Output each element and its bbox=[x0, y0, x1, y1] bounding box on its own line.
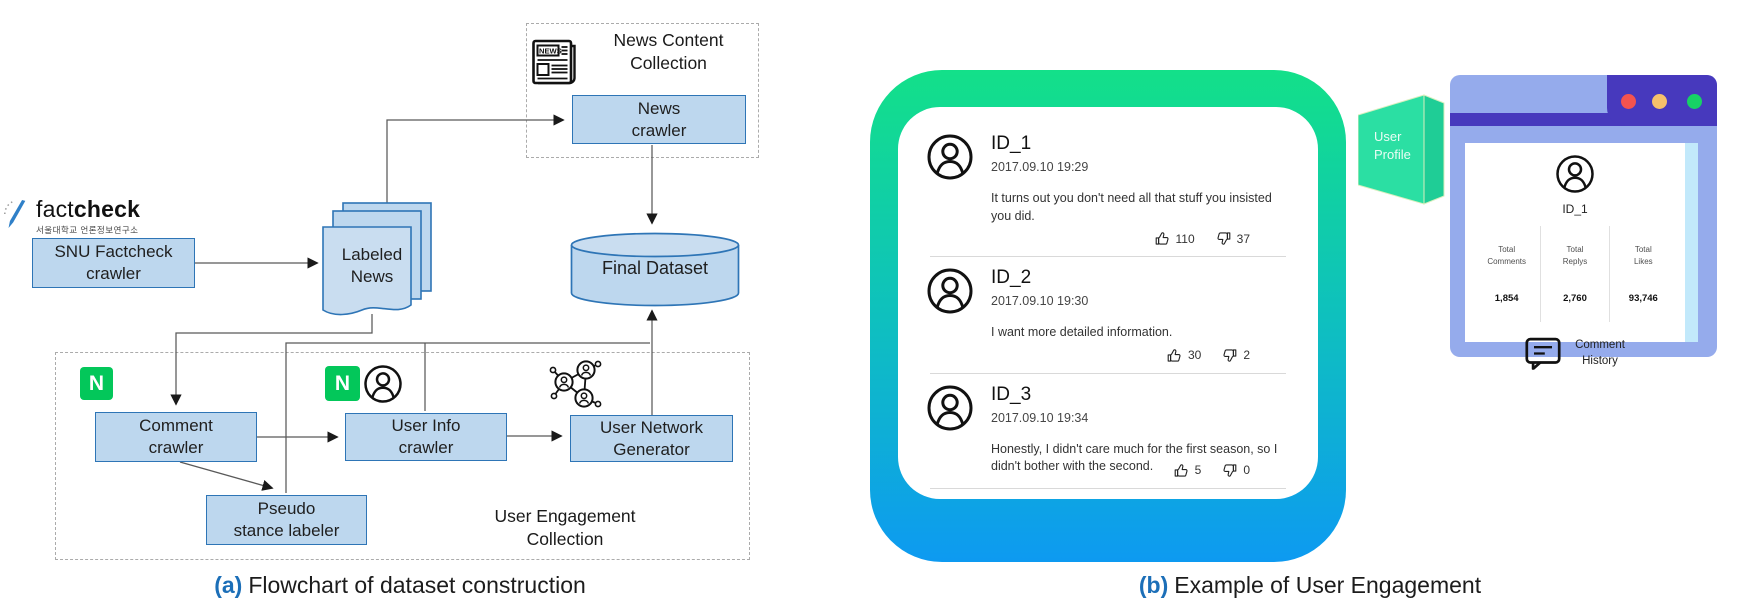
browser-dot-red-icon bbox=[1621, 94, 1636, 109]
thumb-down-icon bbox=[1221, 462, 1238, 479]
news-content-collection-group bbox=[526, 23, 759, 158]
factcheck-pen-icon bbox=[4, 200, 26, 228]
node-news-crawler: News crawler bbox=[572, 95, 746, 144]
comment-timestamp: 2017.09.10 19:34 bbox=[991, 410, 1089, 425]
dislike-count: 2 bbox=[1243, 348, 1250, 362]
comment-text: It turns out you don't need all that stu… bbox=[991, 191, 1272, 223]
user-profile-flag-label: User Profile bbox=[1374, 129, 1411, 163]
comment-item: ID_2 2017.09.10 19:30 I want more detail… bbox=[926, 267, 1290, 374]
node-final-dataset: Final Dataset bbox=[601, 258, 709, 278]
profile-user-id: ID_1 bbox=[1562, 202, 1588, 216]
dislike-count: 0 bbox=[1243, 463, 1250, 477]
comment-actions: 30 2 bbox=[991, 347, 1250, 364]
thumb-up-icon bbox=[1173, 462, 1190, 479]
caption-b-label: (b) bbox=[1138, 572, 1169, 598]
like-count: 110 bbox=[1175, 231, 1195, 246]
comment-item: ID_1 2017.09.10 19:29 It turns out you d… bbox=[926, 133, 1290, 257]
comment-timestamp: 2017.09.10 19:30 bbox=[991, 294, 1089, 308]
factcheck-brand-regular: fact bbox=[36, 196, 74, 222]
comments-card: ID_1 2017.09.10 19:29 It turns out you d… bbox=[898, 107, 1318, 499]
caption-a-label: (a) bbox=[214, 572, 243, 598]
stat-total-replys: Total Replys 2,760 bbox=[1540, 226, 1608, 322]
stat-value: 93,746 bbox=[1628, 293, 1658, 304]
comment-divider bbox=[930, 256, 1286, 257]
stat-total-comments: Total Comments 1,854 bbox=[1473, 226, 1540, 322]
comment-header: ID_3 2017.09.10 19:34 bbox=[991, 384, 1290, 432]
naver-letter: N bbox=[88, 371, 105, 395]
comment-history-icon bbox=[1525, 337, 1561, 370]
stat-value: 2,760 bbox=[1563, 293, 1587, 304]
comment-user-id: ID_3 bbox=[991, 383, 1032, 405]
like-count: 30 bbox=[1187, 348, 1202, 362]
browser-window: ID_1 Total Comments 1,854 Total Replys 2… bbox=[1450, 75, 1717, 357]
node-snu-factcheck-crawler: SNU Factcheck crawler bbox=[32, 238, 195, 288]
profile-card: ID_1 Total Comments 1,854 Total Replys 2… bbox=[1465, 143, 1685, 342]
final-dataset-cylinder bbox=[570, 232, 740, 307]
user-avatar-icon bbox=[926, 384, 974, 432]
user-avatar-icon bbox=[926, 133, 974, 181]
user-profile-flag bbox=[1358, 94, 1445, 205]
thumb-up-icon bbox=[1154, 230, 1171, 247]
factcheck-brand: factcheck bbox=[36, 196, 140, 223]
stat-value: 1,854 bbox=[1494, 293, 1519, 304]
node-user-info-crawler: User Info crawler bbox=[345, 413, 507, 461]
comment-header: ID_2 2017.09.10 19:30 bbox=[991, 267, 1290, 315]
comment-timestamp: 2017.09.10 19:29 bbox=[991, 160, 1089, 174]
comment-text: Honestly, I didn't care much for the fir… bbox=[991, 441, 1278, 474]
thumb-up-icon bbox=[1166, 347, 1183, 364]
node-labeled-news: Labeled News bbox=[341, 245, 403, 287]
dislike-count: 37 bbox=[1236, 231, 1250, 246]
stat-total-likes: Total Likes 93,746 bbox=[1608, 226, 1677, 322]
comment-user-id: ID_2 bbox=[991, 267, 1032, 288]
user-network-icon bbox=[548, 358, 604, 410]
node-pseudo-stance-labeler: Pseudo stance labeler bbox=[206, 495, 367, 545]
like-count: 5 bbox=[1194, 463, 1202, 477]
comment-actions: 5 0 bbox=[991, 462, 1250, 479]
caption-a: (a)Flowchart of dataset construction bbox=[120, 572, 680, 599]
browser-dot-yellow-icon bbox=[1652, 94, 1667, 109]
thumb-down-icon bbox=[1215, 230, 1232, 247]
comment-divider bbox=[930, 487, 1286, 489]
newspaper-icon: NEWS bbox=[532, 39, 576, 85]
factcheck-subtitle: 서울대학교 언론정보연구소 bbox=[36, 225, 139, 235]
factcheck-logo: factcheck 서울대학교 언론정보연구소 bbox=[2, 196, 140, 236]
thumb-down-icon bbox=[1221, 347, 1238, 364]
comment-actions: 110 37 bbox=[991, 230, 1250, 247]
stat-label: Total Replys bbox=[1562, 245, 1588, 266]
naver-letter: N bbox=[334, 371, 351, 395]
browser-controls bbox=[1607, 75, 1717, 126]
stat-label: Total Comments bbox=[1487, 245, 1526, 266]
stat-label: Total Likes bbox=[1633, 245, 1653, 266]
user-avatar-icon bbox=[926, 267, 974, 315]
comment-header: ID_1 2017.09.10 19:29 bbox=[991, 133, 1290, 181]
comment-divider bbox=[930, 372, 1286, 374]
user-circle-icon bbox=[363, 364, 403, 404]
caption-b: (b)Example of User Engagement bbox=[1030, 572, 1590, 599]
newspaper-masthead-text: NEWS bbox=[539, 47, 562, 56]
comment-history: Comment History bbox=[1465, 337, 1685, 370]
browser-scrollbar[interactable] bbox=[1685, 143, 1698, 342]
browser-dot-green-icon bbox=[1687, 94, 1702, 109]
user-engagement-collection-title: User Engagement Collection bbox=[494, 506, 636, 549]
engagement-panel: ID_1 2017.09.10 19:29 It turns out you d… bbox=[870, 70, 1346, 562]
node-comment-crawler: Comment crawler bbox=[95, 412, 257, 462]
caption-b-text: Example of User Engagement bbox=[1174, 572, 1482, 598]
profile-avatar-icon bbox=[1555, 154, 1595, 194]
profile-stats: Total Comments 1,854 Total Replys 2,760 … bbox=[1473, 226, 1677, 322]
caption-a-text: Flowchart of dataset construction bbox=[248, 572, 586, 598]
naver-n-icon-users: N bbox=[325, 366, 360, 401]
comment-text: I want more detailed information. bbox=[991, 325, 1173, 339]
comment-user-id: ID_1 bbox=[991, 133, 1032, 154]
node-user-network-generator: User Network Generator bbox=[570, 415, 733, 462]
comment-item: ID_3 2017.09.10 19:34 Honestly, I didn't… bbox=[926, 384, 1290, 489]
news-content-collection-title: News Content Collection bbox=[613, 30, 724, 73]
factcheck-brand-bold: check bbox=[73, 196, 141, 222]
naver-n-icon-comments: N bbox=[80, 367, 113, 400]
comment-history-label: Comment History bbox=[1575, 338, 1625, 367]
